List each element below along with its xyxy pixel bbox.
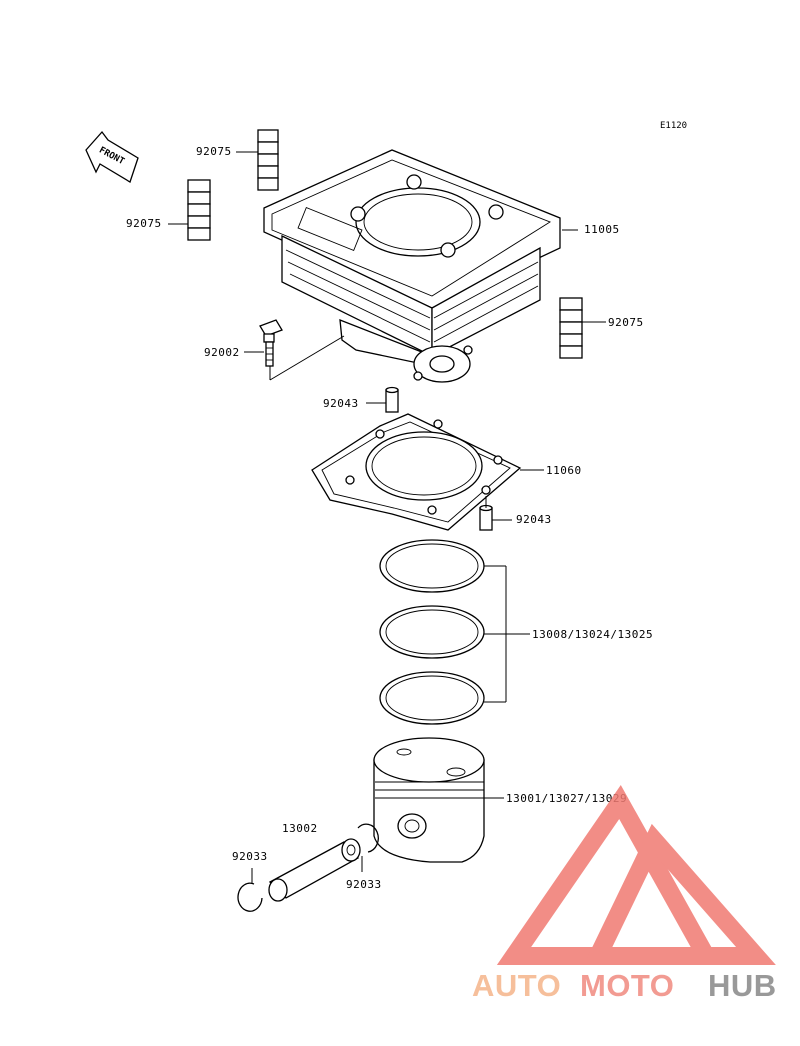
dowel-stack-right: [559, 297, 606, 359]
circlip-left: [237, 868, 263, 912]
piston-rings: [379, 539, 530, 725]
dowel-stack-upper: [236, 129, 279, 191]
label-dowel-left: 92075: [126, 217, 162, 230]
label-bolt: 92002: [204, 346, 240, 359]
diagram-code: E1120: [660, 121, 687, 131]
label-clip-right: 92033: [346, 878, 382, 891]
label-dowel-right: 92075: [608, 316, 644, 329]
label-cylinder: 11005: [584, 223, 620, 236]
piston-pin: [268, 838, 361, 902]
cylinder-gasket: [311, 413, 544, 531]
piston: [373, 737, 504, 863]
label-piston: 13001/13027/13029: [506, 792, 627, 805]
label-clip-left: 92033: [232, 850, 268, 863]
front-arrow-icon: FRONT: [85, 130, 139, 183]
label-dowel-upper: 92075: [196, 145, 232, 158]
label-gasket: 11060: [546, 464, 582, 477]
watermark-auto: AUTO: [472, 968, 561, 1003]
label-piston-pin: 13002: [282, 822, 318, 835]
circlip-right: [357, 823, 379, 872]
dowel-pin-upper: [366, 386, 399, 413]
label-rings: 13008/13024/13025: [532, 628, 653, 641]
watermark-moto: MOTO: [580, 968, 674, 1003]
watermark-hub: HUB: [708, 968, 777, 1003]
bolt: [244, 319, 345, 381]
dowel-pin-lower: [479, 496, 512, 531]
label-pin-lower: 92043: [516, 513, 552, 526]
label-pin-upper: 92043: [323, 397, 359, 410]
cylinder-block: [263, 149, 578, 383]
dowel-stack-left: [168, 179, 211, 241]
watermark-logo: AUTO MOTO HUB: [472, 784, 777, 1003]
